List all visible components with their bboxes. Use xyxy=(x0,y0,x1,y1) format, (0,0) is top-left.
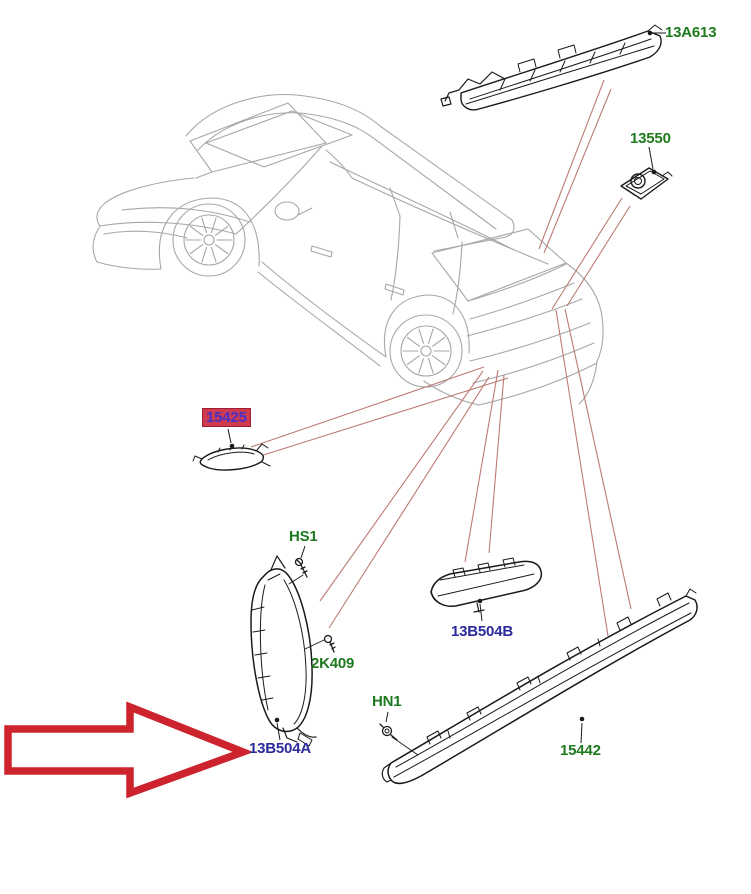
part-label-HS1[interactable]: HS1 xyxy=(289,528,318,545)
part-label-13A613[interactable]: 13A613 xyxy=(665,24,717,41)
side-mirror xyxy=(274,201,300,221)
part-label-2K409[interactable]: 2K409 xyxy=(311,655,355,672)
vehicle-line-art xyxy=(92,94,604,406)
part-drawing-13a613[interactable] xyxy=(440,24,663,111)
part-label-HN1[interactable]: HN1 xyxy=(372,693,402,710)
part-drawing-hs1-screw[interactable] xyxy=(288,557,308,585)
part-label-13B504B[interactable]: 13B504B xyxy=(451,623,513,640)
part-drawing-13b504a[interactable] xyxy=(250,555,317,747)
part-drawing-15442[interactable] xyxy=(381,588,698,785)
part-drawing-hn1-nut[interactable] xyxy=(379,723,419,756)
rear-wheel xyxy=(389,314,463,388)
pointer-arrow-icon xyxy=(4,701,254,799)
part-drawing-2k409-screw[interactable] xyxy=(304,634,336,653)
part-drawing-13550[interactable] xyxy=(620,167,673,200)
part-label-15425-highlighted[interactable]: 15425 xyxy=(202,408,251,427)
part-label-15442[interactable]: 15442 xyxy=(560,742,601,759)
leader-lines-red xyxy=(250,79,632,637)
sunroof-outline xyxy=(205,110,353,168)
part-drawing-15425[interactable] xyxy=(192,443,271,471)
part-drawing-13b504b[interactable] xyxy=(430,557,543,613)
part-label-13550[interactable]: 13550 xyxy=(630,130,671,147)
part-label-13B504A[interactable]: 13B504A xyxy=(249,740,311,757)
front-wheel xyxy=(172,203,246,277)
label-leader-lines xyxy=(227,30,666,744)
